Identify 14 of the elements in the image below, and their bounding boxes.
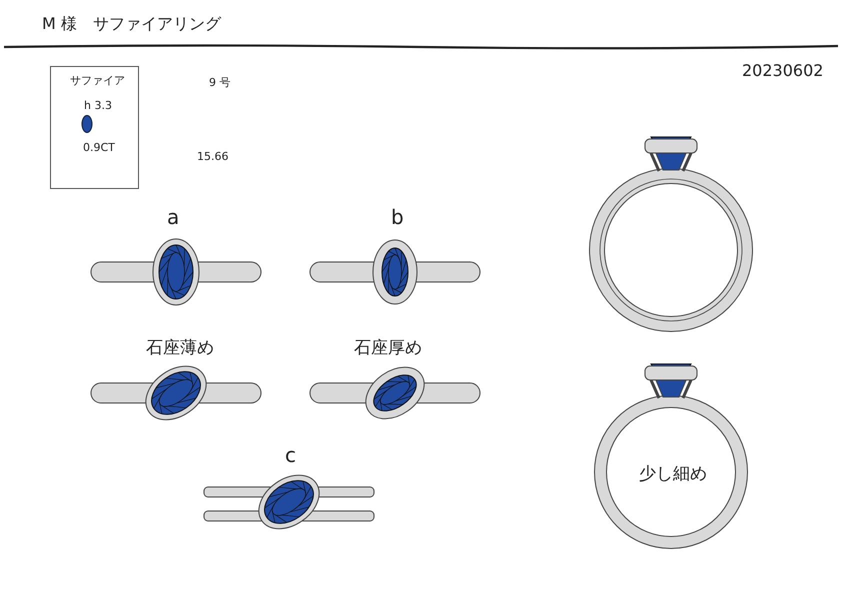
variant-letter: b	[391, 205, 404, 229]
variant-caption: 石座厚め	[354, 337, 422, 359]
spec-text: 0.9CT	[83, 141, 115, 154]
measure-text: 15.66	[197, 150, 228, 163]
spec-text: サファイア	[70, 73, 125, 88]
variant-letter: a	[167, 205, 180, 229]
size-text: 9 号	[209, 75, 230, 90]
sheet-title: M 様 サファイアリング	[42, 14, 221, 35]
ring-note: 少し細め	[639, 463, 707, 485]
date-text: 20230602	[742, 61, 824, 80]
variant-caption: 石座薄め	[146, 337, 214, 359]
spec-text: h 3.3	[84, 99, 112, 112]
variant-letter: c	[285, 443, 296, 467]
spec-box	[50, 66, 139, 189]
